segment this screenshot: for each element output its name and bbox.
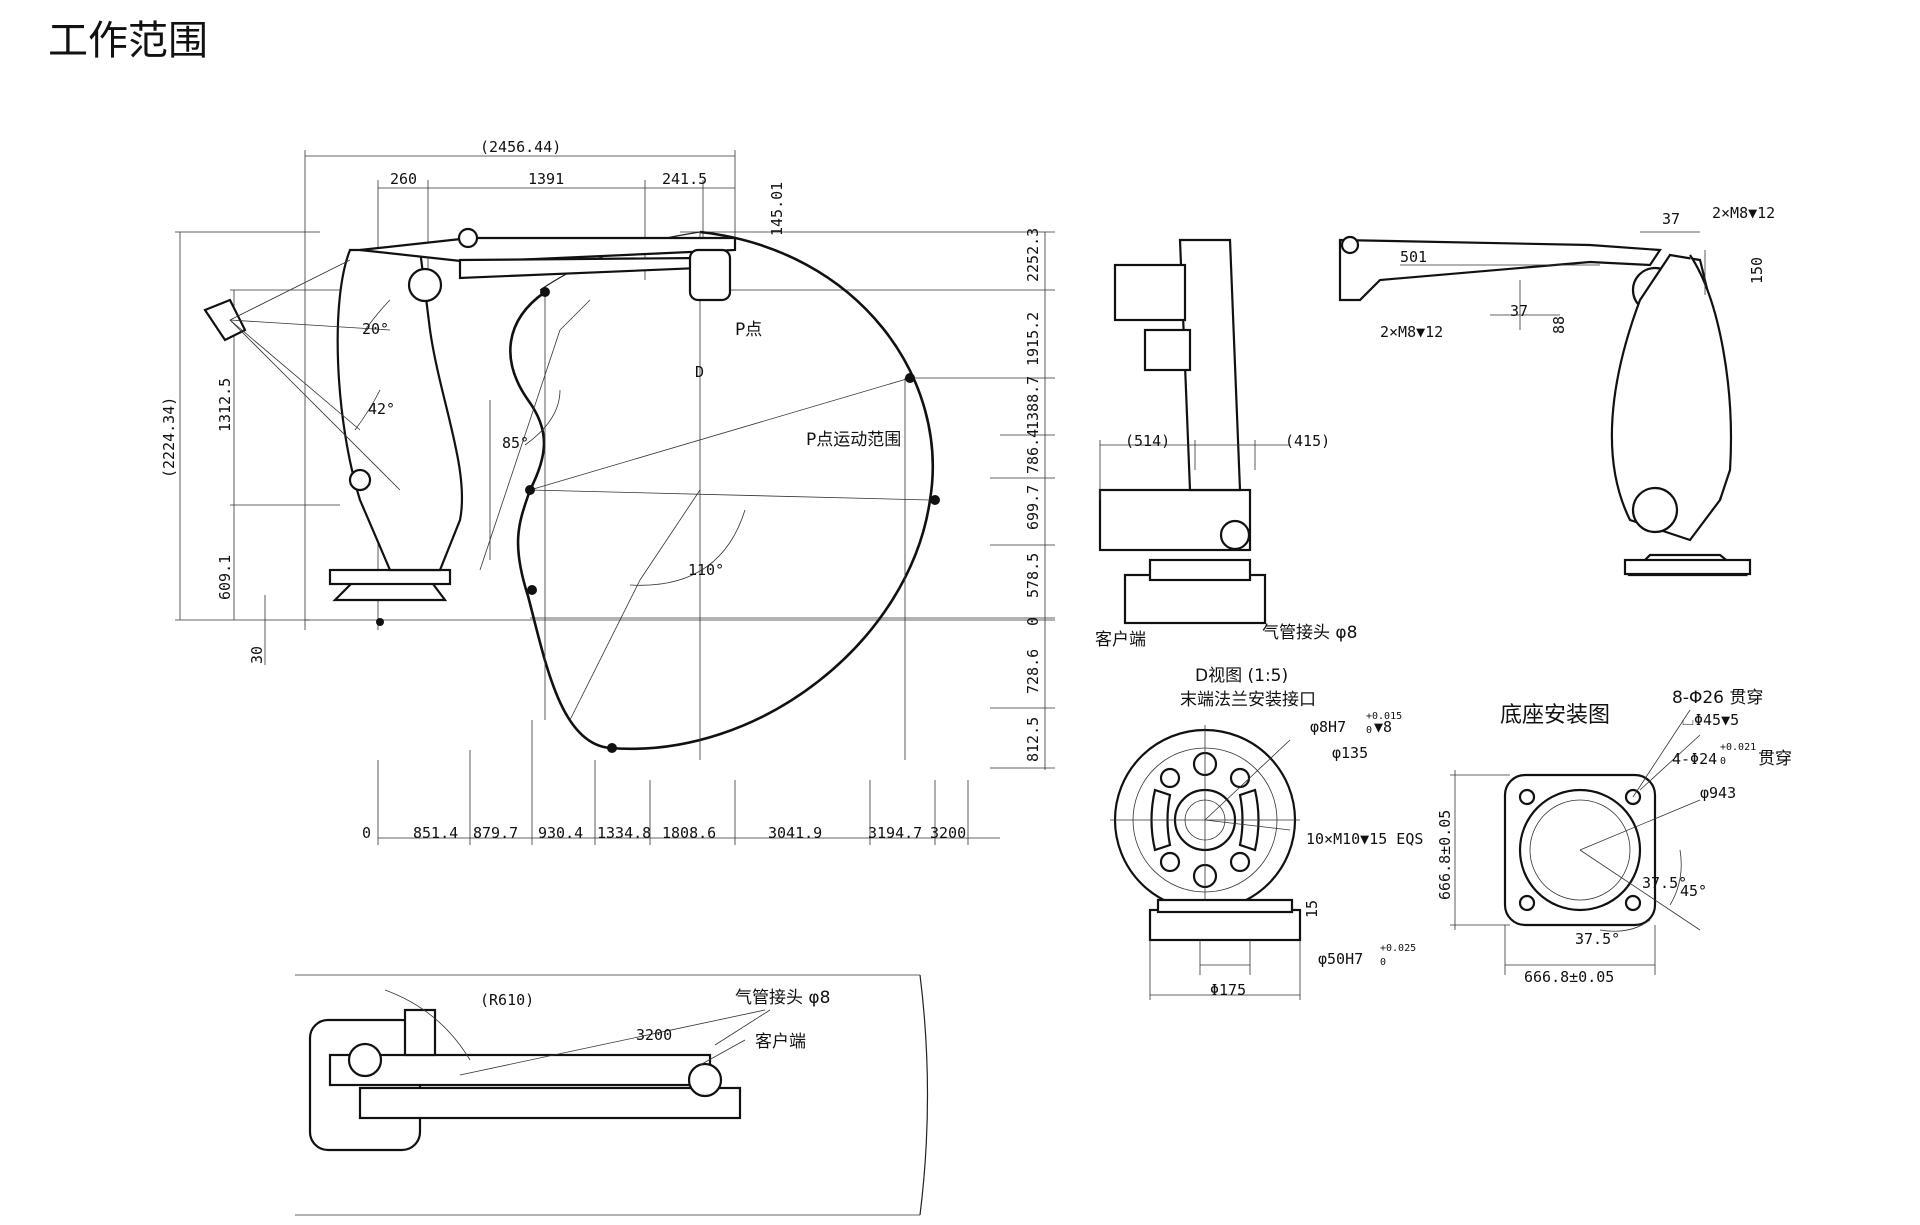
angle-110: 110° <box>688 561 725 579</box>
angle-20: 20° <box>362 320 390 338</box>
dim-609: 609.1 <box>216 554 234 600</box>
dim-back-501: 501 <box>1400 248 1428 266</box>
dim-699: 699.7 <box>1024 484 1042 530</box>
flange-thickness-15: 15 <box>1303 899 1321 918</box>
base-pcd-943: φ943 <box>1700 784 1737 802</box>
dim-x-851: 851.4 <box>413 824 459 842</box>
dim-x-3041: 3041.9 <box>768 824 823 842</box>
flange-pin-hole: φ8H7 <box>1310 718 1347 736</box>
dim-786: 786.4 <box>1024 428 1042 474</box>
dim-30: 30 <box>248 645 266 664</box>
base-angle-37-b: 37.5° <box>1575 930 1621 948</box>
dim-overall-width: (2456.44) <box>480 138 562 156</box>
base-pin-hole: 4-Φ24 <box>1672 750 1718 768</box>
dim-x-930: 930.4 <box>538 824 584 842</box>
base-pin-through: 贯穿 <box>1758 749 1792 769</box>
base-pin-tol-upper: +0.021 <box>1720 742 1757 753</box>
flange-pin-depth: ▼8 <box>1374 718 1393 736</box>
flange-heading-view: D视图 (1:5) <box>1195 666 1289 686</box>
flange-view-drawing <box>1110 725 1302 1000</box>
base-dim-vertical: 666.8±0.05 <box>1436 809 1454 900</box>
p-range-label: P点运动范围 <box>806 430 902 450</box>
p-point-label: P点 <box>735 320 763 340</box>
dim-1391: 1391 <box>528 170 565 188</box>
angle-85: 85° <box>502 434 530 452</box>
base-angle-45: 45° <box>1680 882 1708 900</box>
dim-x-1808: 1808.6 <box>662 824 717 842</box>
dim-260: 260 <box>390 170 418 188</box>
base-through-hole: 8-Φ26 贯穿 <box>1672 688 1764 708</box>
air-connector-label: 气管接头 φ8 <box>1262 623 1358 643</box>
dim-back-m8-top: 2×M8▼12 <box>1712 204 1776 222</box>
dim-back-m8-bottom: 2×M8▼12 <box>1380 323 1444 341</box>
back-view-drawing <box>1338 231 1752 577</box>
dim-514: (514) <box>1125 432 1171 450</box>
top-air-connector: 气管接头 φ8 <box>735 988 831 1008</box>
flange-pin-tol-upper: +0.015 <box>1366 711 1403 722</box>
flange-pin-tol-lower: 0 <box>1366 725 1373 736</box>
dim-back-37-top: 37 <box>1662 210 1681 228</box>
dim-x-1334: 1334.8 <box>597 824 652 842</box>
angle-42: 42° <box>368 400 396 418</box>
top-radius-610: (R610) <box>480 991 535 1009</box>
d-label: D <box>695 363 705 381</box>
base-heading: 底座安装图 <box>1500 703 1611 728</box>
page-title: 工作范围 <box>48 18 208 64</box>
flange-pcd-135: φ135 <box>1332 744 1369 762</box>
base-dim-horizontal: 666.8±0.05 <box>1524 968 1615 986</box>
dim-2252: 2252.3 <box>1024 227 1042 282</box>
dim-241: 241.5 <box>662 170 708 188</box>
dim-1915: 1915.2 <box>1024 311 1042 366</box>
dim-back-37-bottom: 37 <box>1510 302 1529 320</box>
base-view-drawing <box>1450 709 1701 975</box>
dim-x-3200: 3200 <box>930 824 967 842</box>
dim-x-3194: 3194.7 <box>868 824 923 842</box>
dim-back-88: 88 <box>1550 315 1568 334</box>
dim-145: 145.01 <box>768 181 786 236</box>
top-reach-3200: 3200 <box>636 1026 673 1044</box>
side-view-drawing <box>175 150 1055 845</box>
dim-1388: 1388.7 <box>1024 375 1042 430</box>
top-customer: 客户端 <box>755 1032 806 1052</box>
dim-812: 812.5 <box>1024 716 1042 762</box>
flange-bore-tol-upper: +0.025 <box>1380 943 1417 954</box>
flange-bolt-spec: 10×M10▼15 EQS <box>1306 830 1424 848</box>
dim-x-879: 879.7 <box>473 824 519 842</box>
dim-back-150: 150 <box>1748 256 1766 284</box>
flange-od-175: Φ175 <box>1210 981 1247 999</box>
dim-2224: (2224.34) <box>160 396 178 478</box>
customer-label: 客户端 <box>1095 630 1146 650</box>
dim-x-0: 0 <box>362 824 372 842</box>
dim-1312: 1312.5 <box>216 377 234 432</box>
flange-heading-interface: 末端法兰安装接口 <box>1180 690 1316 710</box>
flange-bore-50: φ50H7 <box>1318 950 1364 968</box>
front-view-drawing <box>1098 238 1290 625</box>
base-pin-tol-lower: 0 <box>1720 756 1727 767</box>
base-counterbore: ⌴Φ45▼5 <box>1682 711 1740 729</box>
dim-0-right: 0 <box>1024 616 1042 626</box>
dim-728: 728.6 <box>1024 648 1042 694</box>
dim-578: 578.5 <box>1024 552 1042 598</box>
flange-bore-tol-lower: 0 <box>1380 957 1387 968</box>
base-angle-37-a: 37.5° <box>1642 874 1688 892</box>
dim-415: (415) <box>1285 432 1331 450</box>
top-view-drawing <box>295 974 929 1216</box>
